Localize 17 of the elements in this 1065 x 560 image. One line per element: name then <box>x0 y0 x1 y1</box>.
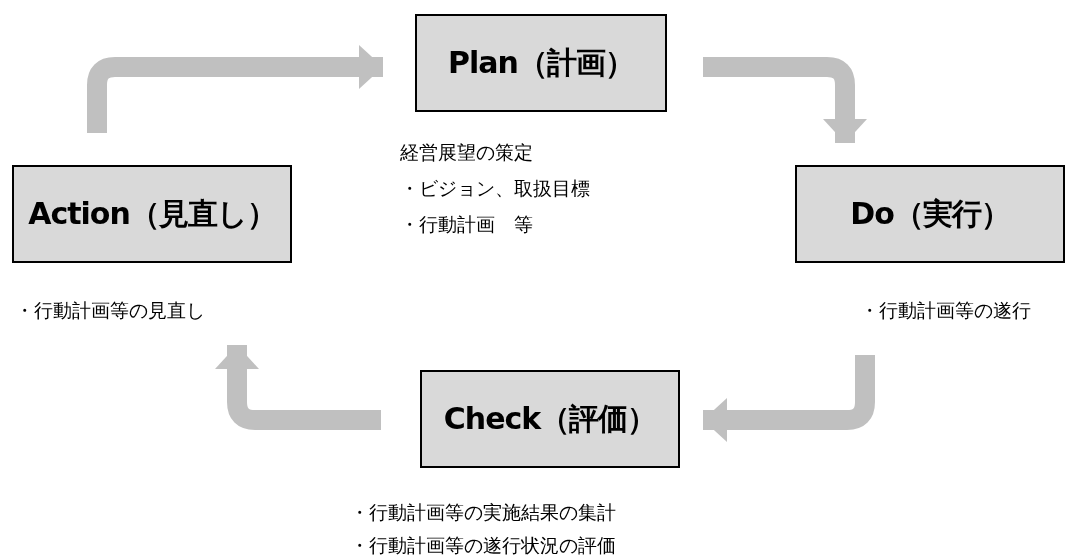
note-text: ・行動計画等の実施結果の集計 <box>350 500 616 524</box>
note-text: ・ビジョン、取扱目標 <box>400 176 590 200</box>
note-text: ・行動計画等の遂行 <box>860 298 1031 322</box>
stage-box <box>415 14 667 112</box>
stage-title: Do（実行） <box>850 194 1010 233</box>
stage-title: Action（見直し） <box>28 194 276 233</box>
stage-box <box>12 165 292 263</box>
stage-title: Check（評価） <box>443 399 657 438</box>
note-text: ・行動計画等の遂行状況の評価 <box>350 533 616 557</box>
note-text: ・行動計画等の見直し <box>15 298 205 322</box>
stage-box <box>420 370 680 468</box>
arrow <box>215 345 381 430</box>
stage-box <box>795 165 1065 263</box>
stage-title: Plan（計画） <box>448 43 634 82</box>
note-text: 経営展望の策定 <box>400 140 533 164</box>
note-text: ・行動計画 等 <box>400 212 533 236</box>
arrow <box>703 57 867 143</box>
